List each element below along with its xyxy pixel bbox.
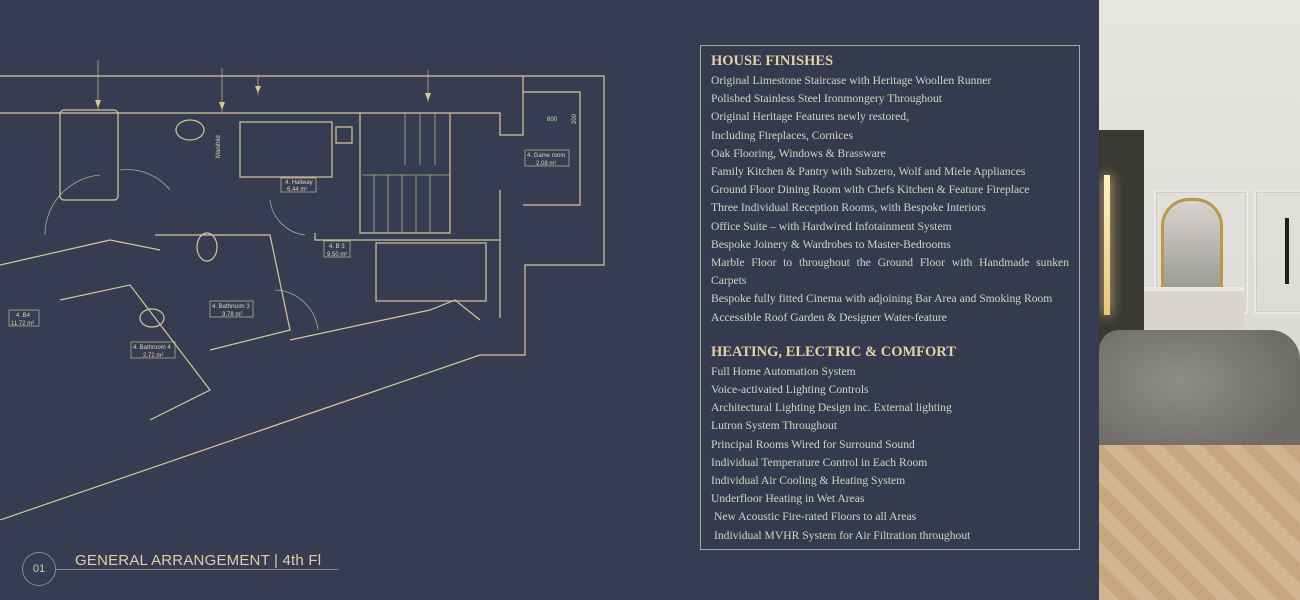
- room-game-name: 4. Game room: [527, 153, 565, 159]
- room-bathroom3-name: 4. Bathroom 3: [212, 304, 250, 310]
- spec-item: Original Limestone Staircase with Herita…: [711, 74, 992, 87]
- spec-item: Architectural Lighting Design inc. Exter…: [711, 401, 952, 415]
- manifold-label: Manifold: [216, 135, 222, 158]
- floor-plan: 4. Hallway 6.44 m² 4. B 3 9.50 m² 4. Gam…: [0, 60, 605, 520]
- spec-item: Three Individual Reception Rooms, with B…: [711, 201, 986, 215]
- side-table: [335, 126, 353, 144]
- wall-moulding: [1254, 190, 1300, 314]
- dimension-200: 200: [572, 113, 578, 124]
- spec-item: Principal Rooms Wired for Surround Sound: [711, 437, 915, 451]
- bathroom3-wall: [155, 234, 291, 351]
- door-swing: [119, 169, 171, 191]
- door-swing: [44, 174, 101, 236]
- room-labels: 4. Hallway 6.44 m² 4. B 3 9.50 m² 4. Gam…: [8, 113, 578, 359]
- inner-wall: [0, 76, 524, 136]
- spec-item: Bespoke Joinery & Wardrobes to Master-Be…: [711, 237, 951, 251]
- b3-wall: [314, 233, 500, 241]
- spec-item: Carpets: [711, 274, 747, 288]
- spec-item: Marble Floor to throughout the Ground Fl…: [711, 256, 1069, 270]
- toilet: [175, 119, 205, 141]
- outer-wall: [0, 75, 605, 520]
- spec-item: Underfloor Heating in Wet Areas: [711, 492, 865, 506]
- room-b3-area: 9.50 m²: [327, 252, 347, 258]
- footer-divider: [56, 569, 338, 570]
- spec-item: Including Fireplaces, Cornices: [711, 128, 853, 142]
- room-b4-name: 4. B4: [16, 313, 31, 319]
- plan-title: GENERAL ARRANGEMENT | 4th Fl: [75, 552, 322, 569]
- spec-item: New Acoustic Fire-rated Floors to all Ar…: [714, 510, 917, 524]
- house-finishes-heading: HOUSE FINISHES: [711, 53, 834, 69]
- stair-treads: [373, 113, 436, 233]
- spec-item: Accessible Roof Garden & Designer Water-…: [711, 310, 947, 324]
- spec-item: Full Home Automation System: [711, 364, 856, 378]
- spec-item: Voice-activated Lighting Controls: [711, 383, 869, 397]
- toilet: [196, 232, 218, 262]
- desk-wall: [289, 299, 481, 341]
- herringbone-floor: [1099, 445, 1300, 600]
- game-room-wall: [523, 91, 581, 206]
- page-number: 01: [22, 552, 56, 586]
- spec-item: Polished Stainless Steel Ironmongery Thr…: [711, 92, 942, 106]
- spec-item: Bespoke fully fitted Cinema with adjoini…: [711, 292, 1053, 306]
- spec-item: Oak Flooring, Windows & Brassware: [711, 146, 886, 160]
- bathtub: [59, 109, 119, 201]
- room-b3-name: 4. B 3: [329, 244, 345, 250]
- room-hallway-name: 4. Hallway: [285, 180, 313, 186]
- b4-wall: [0, 239, 161, 266]
- sconce: [1285, 218, 1289, 284]
- heating-heading: HEATING, ELECTRIC & COMFORT: [711, 343, 956, 360]
- gold-mirror: [1161, 198, 1223, 292]
- room-bathroom4-area: 2.72 m²: [143, 353, 163, 359]
- dimension-600: 600: [547, 117, 558, 123]
- door-swing: [269, 199, 306, 236]
- spec-item: Office Suite – with Hardwired Infotainme…: [711, 219, 952, 233]
- spec-item: Family Kitchen & Pantry with Subzero, Wo…: [711, 165, 1026, 179]
- spec-item: Lutron System Throughout: [711, 419, 838, 433]
- bathroom4-wall: [59, 284, 211, 421]
- room-bathroom4-name: 4. Bathroom 4: [133, 345, 171, 351]
- sofa: [239, 121, 333, 178]
- door-swing: [274, 289, 319, 331]
- spec-item: Original Heritage Features newly restore…: [711, 110, 909, 124]
- section-arrows: [95, 60, 431, 112]
- spec-item: Individual MVHR System for Air Filtratio…: [714, 528, 971, 542]
- room-b4-area: 11.72 m²: [11, 321, 34, 327]
- bedroom-photo: [1099, 0, 1300, 600]
- spec-item: Ground Floor Dining Room with Chefs Kitc…: [711, 183, 1030, 197]
- room-game-area: 2.08 m²: [536, 161, 556, 167]
- room-bathroom3-area: 3.78 m²: [222, 312, 242, 318]
- bed: [375, 242, 487, 302]
- spec-item: Individual Air Cooling & Heating System: [711, 474, 906, 488]
- stair-wall: [359, 113, 451, 234]
- room-hallway-area: 6.44 m²: [287, 187, 307, 193]
- bed-covers: [1099, 330, 1300, 460]
- wall-light: [1104, 175, 1110, 315]
- specifications-panel: HOUSE FINISHES Original Limestone Stairc…: [700, 45, 1080, 550]
- spec-item: Individual Temperature Control in Each R…: [711, 455, 928, 469]
- toilet: [139, 308, 165, 328]
